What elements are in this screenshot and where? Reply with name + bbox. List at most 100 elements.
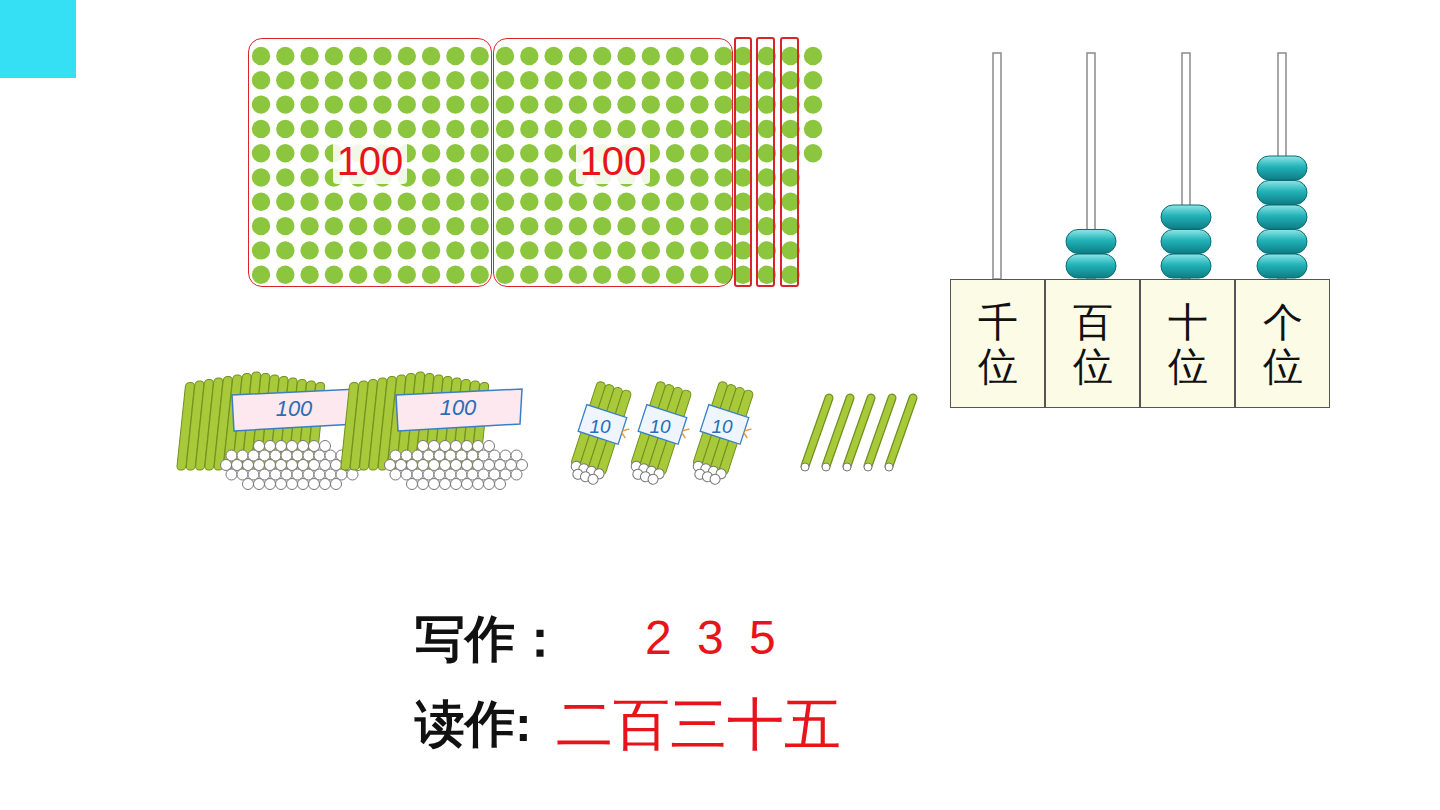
write-heading: 写作： <box>415 612 565 667</box>
unit-dot <box>593 193 611 211</box>
unit-dot <box>373 71 391 89</box>
dot-grid <box>252 47 822 284</box>
unit-dot <box>690 168 708 186</box>
unit-dot <box>398 71 416 89</box>
unit-dot <box>642 71 660 89</box>
unit-dot <box>446 71 464 89</box>
stick-end <box>407 479 418 490</box>
hundred-square: 100 <box>493 38 733 287</box>
place-name: 个位 <box>1263 300 1303 388</box>
unit-dot <box>715 168 733 186</box>
unit-dot <box>617 266 635 284</box>
unit-dot <box>349 47 367 65</box>
stick-end <box>864 463 872 471</box>
unit-dot <box>349 193 367 211</box>
unit-dot <box>734 217 752 235</box>
unit-dot <box>446 95 464 113</box>
unit-dot <box>642 47 660 65</box>
unit-dot <box>325 95 343 113</box>
bundle-band <box>638 405 687 445</box>
abacus-bead <box>1161 230 1211 254</box>
place-name: 十位 <box>1168 300 1208 388</box>
unit-dot <box>276 144 294 162</box>
written-number: 2 3 5 <box>645 612 776 665</box>
hundred-label: 100 <box>333 139 408 184</box>
stick-end <box>587 473 600 486</box>
unit-dot <box>520 71 538 89</box>
unit-dot <box>617 120 635 138</box>
unit-dot <box>398 47 416 65</box>
unit-dot <box>252 266 270 284</box>
unit-dot <box>252 241 270 259</box>
stick-end <box>484 479 495 490</box>
abacus-bead <box>1066 230 1116 254</box>
unit-dot <box>544 144 562 162</box>
unit-dot <box>690 71 708 89</box>
unit-dot <box>715 71 733 89</box>
unit-dot <box>617 217 635 235</box>
hundred-label: 100 <box>576 139 651 184</box>
unit-dot <box>398 95 416 113</box>
hundred-square: 100 <box>248 38 492 287</box>
unit-dot <box>325 120 343 138</box>
unit-dot <box>471 71 489 89</box>
unit-dot <box>300 266 318 284</box>
bundle-label: 100 <box>276 397 313 421</box>
stick-end <box>265 479 276 490</box>
unit-dot <box>544 193 562 211</box>
unit-dot <box>471 120 489 138</box>
stick-bundles <box>177 372 913 490</box>
bundle-label: 10 <box>649 417 670 438</box>
unit-dot <box>422 266 440 284</box>
ten-frame <box>735 38 751 286</box>
unit-dot <box>252 168 270 186</box>
unit-dot <box>446 266 464 284</box>
ten-frame <box>781 38 798 286</box>
abacus-bead <box>1161 205 1211 229</box>
unit-dot <box>690 47 708 65</box>
unit-dot <box>593 217 611 235</box>
unit-dot <box>496 47 514 65</box>
unit-dot <box>617 241 635 259</box>
place-value-box: 千位 <box>950 279 1045 408</box>
unit-dot <box>398 120 416 138</box>
stick-end <box>473 479 484 490</box>
stick-end <box>276 479 287 490</box>
stick-end <box>462 479 473 490</box>
unit-dot <box>544 95 562 113</box>
unit-dot <box>422 71 440 89</box>
abacus-bead <box>1257 230 1307 254</box>
unit-dot <box>349 266 367 284</box>
unit-dot <box>734 144 752 162</box>
unit-dot <box>544 168 562 186</box>
abacus-bead <box>1257 205 1307 229</box>
unit-dot <box>349 217 367 235</box>
unit-dot <box>617 47 635 65</box>
read-number: 二百三十五 <box>556 693 841 756</box>
unit-dot <box>690 241 708 259</box>
unit-dot <box>715 217 733 235</box>
unit-dot <box>471 95 489 113</box>
stick-end <box>511 469 522 480</box>
unit-dot <box>373 47 391 65</box>
unit-dot <box>446 120 464 138</box>
unit-dot <box>325 266 343 284</box>
bundle-band <box>578 405 627 445</box>
unit-dot <box>593 71 611 89</box>
unit-dot <box>520 144 538 162</box>
unit-dot <box>642 266 660 284</box>
bundle-band <box>396 389 522 431</box>
unit-dot <box>593 95 611 113</box>
stick-end <box>885 463 893 471</box>
unit-dot <box>325 47 343 65</box>
unit-dot <box>520 168 538 186</box>
unit-dot <box>690 266 708 284</box>
unit-dot <box>715 193 733 211</box>
unit-dot <box>804 95 822 113</box>
abacus-bead <box>1257 156 1307 180</box>
unit-dot <box>569 47 587 65</box>
unit-dot <box>300 241 318 259</box>
unit-dot <box>715 241 733 259</box>
unit-dot <box>373 241 391 259</box>
